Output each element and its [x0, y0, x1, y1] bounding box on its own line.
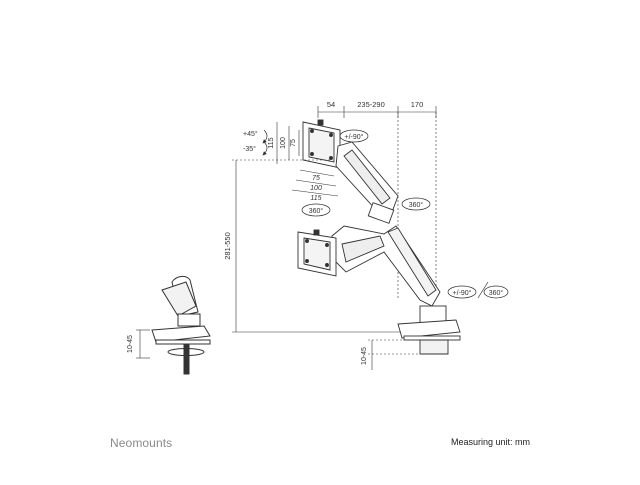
vesa-hole [305, 239, 309, 243]
vesa-knob [317, 119, 324, 126]
vesa-hole [329, 156, 333, 160]
main-clamp-bottom [419, 339, 449, 355]
base-rotate-badges: +/-90° 360° [447, 281, 509, 299]
dim-top-54: 54 [327, 100, 335, 109]
upper-arm [335, 141, 399, 224]
vesa-knob [313, 229, 320, 236]
clamp-bolt [183, 343, 190, 375]
main-clamp-plate [397, 319, 461, 339]
base-rotate-ellipse-icon [447, 285, 477, 299]
tilt-arrow-icon [262, 129, 268, 144]
rotate-ellipse-icon [339, 129, 369, 143]
clamp-top-plate [151, 325, 211, 343]
upper-arm-joint [367, 202, 395, 224]
lower-arm-shade-2 [387, 227, 437, 297]
dimension-height [232, 159, 410, 333]
swivel-badge-elbow: 360° [401, 197, 431, 211]
base-rotate-divider [477, 281, 489, 299]
dim-top-235-290: 235-290 [357, 100, 385, 109]
tilt-up-label: +45° [243, 130, 258, 138]
vesa-plate-lower [297, 229, 337, 277]
desk-thickness-left-label: 10-45 [127, 335, 134, 353]
rotate-arm-label: +/-90° [345, 133, 364, 141]
clamp-arm-stub-shade [161, 281, 197, 317]
vesa-height-75: 75 [290, 139, 297, 147]
tilt-down-label: -35° [243, 145, 256, 153]
lower-arm [331, 225, 441, 307]
swivel-elbow-label: 360° [409, 201, 424, 209]
vesa-plate-upper-inner [308, 127, 335, 163]
tilt-down-arrow-icon [262, 141, 268, 156]
swivel-ellipse-icon [301, 203, 331, 217]
vesa-hole [325, 243, 329, 247]
main-clamp-plate-edge [403, 335, 461, 341]
side-clamp-view [151, 275, 211, 375]
vesa-plate-upper [302, 119, 341, 169]
vesa-plate-lower-inner [303, 237, 331, 271]
vesa-hole [310, 129, 314, 133]
base-rotate-label-b: 360° [489, 289, 504, 297]
vesa-width-100: 100 [310, 185, 322, 192]
swivel-ellipse-icon [401, 197, 431, 211]
clamp-plate-edge [155, 339, 211, 345]
upper-arm-shade [343, 149, 391, 205]
dim-line-vesa-w75 [299, 169, 335, 177]
vesa-width-115: 115 [310, 195, 321, 202]
dim-line-vesa-w100 [295, 179, 337, 187]
rotate-badge-upper: +/-90° [339, 129, 369, 143]
main-clamp [397, 305, 461, 355]
clamp-pole [177, 313, 201, 327]
vesa-hole [325, 263, 329, 267]
vesa-height-100: 100 [280, 137, 287, 149]
desk-thickness-right-label: 10-45 [361, 347, 368, 365]
height-range-label: 281-550 [223, 232, 232, 260]
vesa-width-75: 75 [312, 175, 320, 182]
base-rotate-label-a: +/-90° [453, 289, 472, 297]
dim-top-170: 170 [411, 100, 424, 109]
measuring-unit-note: Measuring unit: mm [450, 437, 530, 447]
vesa-hole [305, 259, 309, 263]
dimension-desk-left: 10-45 [127, 329, 150, 359]
vesa-hole [329, 133, 333, 137]
lower-arm-body [331, 225, 441, 307]
dimension-desk-right [368, 339, 420, 370]
swivel-upper-label: 360° [309, 207, 324, 215]
vesa-height-115: 115 [268, 137, 275, 148]
vesa-hole [310, 152, 314, 156]
dimension-vesa-vertical [276, 122, 300, 164]
swivel-badge-left: 360° [301, 203, 331, 217]
brand-logo-text: Neomounts [110, 436, 173, 450]
dimension-vesa-width [291, 169, 339, 197]
dim-line-vesa-w115 [291, 189, 339, 197]
base-swivel-ellipse-icon [483, 285, 509, 299]
lower-arm-shade [341, 235, 385, 263]
